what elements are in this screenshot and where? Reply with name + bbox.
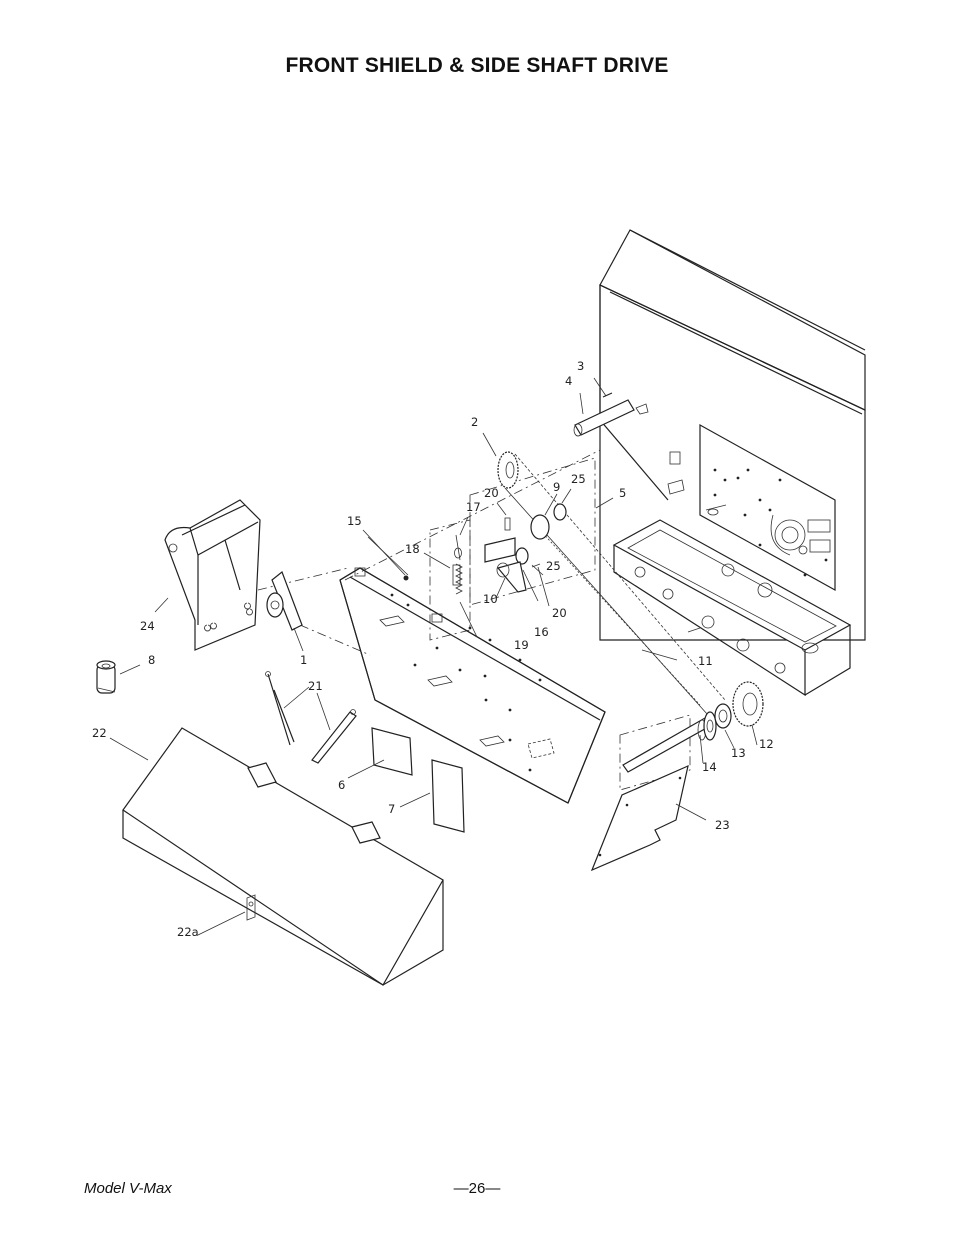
callout-label: 11 (698, 654, 713, 668)
callout-label: 9 (553, 480, 560, 494)
sprocket-2 (497, 451, 519, 489)
callout-label: 7 (388, 802, 395, 816)
callout-label: 25 (546, 559, 561, 573)
decal-7 (431, 759, 465, 833)
side-shaft-14 (622, 711, 717, 773)
callout-label: 14 (702, 760, 717, 774)
leader-lines (109, 377, 758, 936)
callout-label: 21 (308, 679, 323, 693)
callout-label: 13 (731, 746, 746, 760)
callout-label: 2 (471, 415, 478, 429)
key-3 (602, 392, 613, 398)
footer-page-number: —26— (453, 1180, 501, 1197)
bracket-18-outline (429, 519, 471, 641)
footer-model: Model V-Max (84, 1180, 172, 1197)
callout-label: 18 (405, 542, 420, 556)
gas-springs-21 (265, 671, 357, 764)
guard-housing-24 (164, 499, 261, 651)
idler-assembly (454, 503, 567, 593)
front-shield-22 (122, 727, 444, 986)
callout-label: 15 (347, 514, 362, 528)
callout-label: 5 (619, 486, 626, 500)
callout-label: 8 (148, 653, 155, 667)
callout-label: 3 (577, 359, 584, 373)
centerline-lower (299, 624, 371, 656)
callout-label: 1 (300, 653, 307, 667)
callout-label: 25 (571, 472, 586, 486)
shaft-outline (619, 714, 691, 791)
bracket-1 (266, 571, 303, 631)
chain-11 (504, 453, 726, 725)
callout-label: 10 (483, 592, 498, 606)
spring-19 (452, 563, 463, 595)
callout-label: 22a (177, 925, 199, 939)
bearing-13 (714, 703, 732, 729)
callout-label: 20 (484, 486, 499, 500)
decal-6 (371, 727, 413, 776)
callout-label: 24 (140, 619, 155, 633)
centerline-left (257, 567, 349, 591)
callout-label: 17 (466, 500, 481, 514)
drive-shaft-4 (573, 399, 635, 437)
callout-label: 22 (92, 726, 107, 740)
side-channel (612, 519, 852, 697)
callout-label: 16 (534, 625, 549, 639)
main-shield-plate (339, 567, 606, 804)
callout-label: 6 (338, 778, 345, 792)
bolt-15 (403, 575, 409, 581)
bracket-5-outline (469, 457, 596, 606)
callout-labels: 1 2 3 4 5 6 7 8 9 10 11 12 13 14 15 16 1… (92, 359, 774, 939)
callout-label: 4 (565, 374, 572, 388)
guard-panel-23 (590, 764, 689, 872)
page-title: FRONT SHIELD & SIDE SHAFT DRIVE (285, 54, 669, 77)
callout-label: 23 (715, 818, 730, 832)
sprocket-12 (732, 681, 764, 727)
callout-label: 20 (552, 606, 567, 620)
holder-8 (96, 660, 116, 694)
callout-label: 12 (759, 737, 774, 751)
callout-label: 19 (514, 638, 529, 652)
